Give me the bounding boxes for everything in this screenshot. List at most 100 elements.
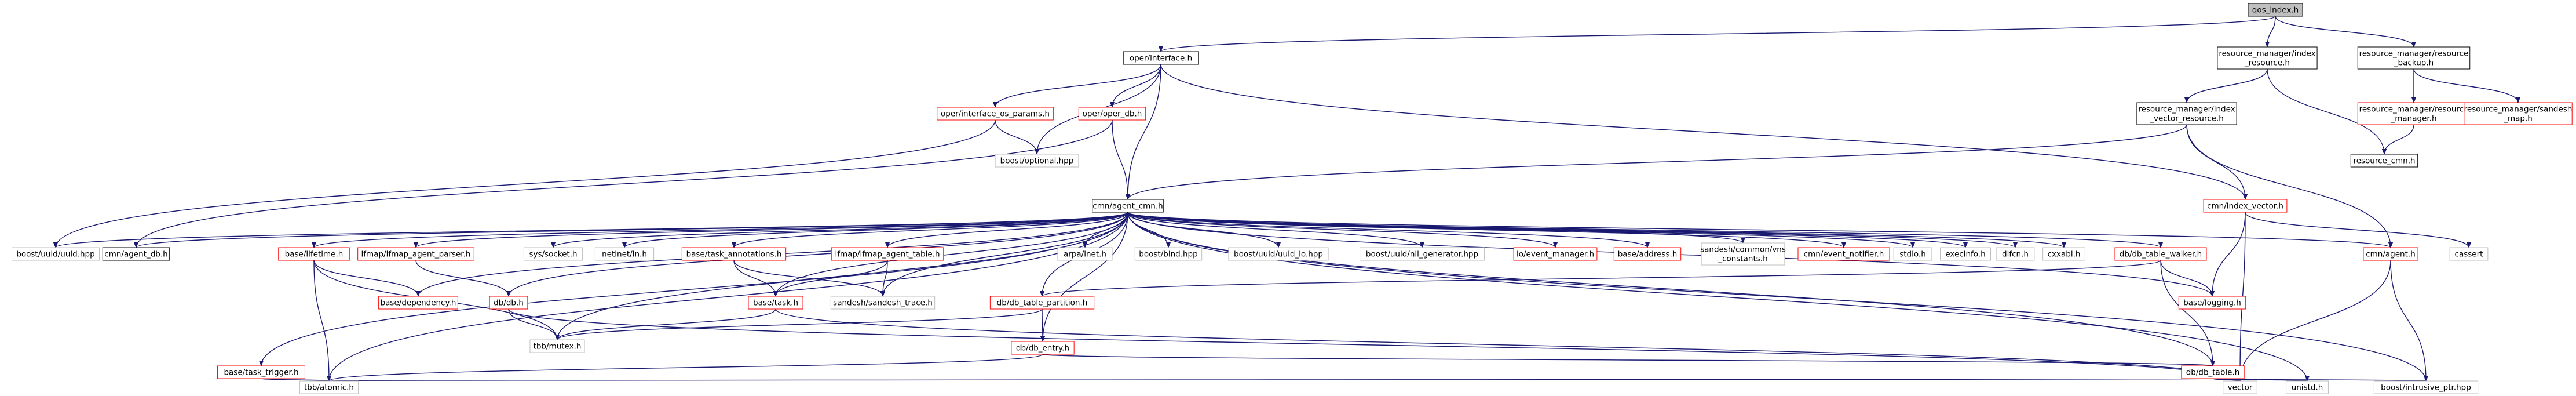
node-label: resource_cmn.h — [2353, 157, 2415, 166]
node-base-logging[interactable]: base/logging.h — [2178, 296, 2246, 310]
dependency-edge — [2382, 124, 2414, 155]
dependency-edge — [313, 260, 421, 297]
node-label: base/task_trigger.h — [224, 368, 298, 377]
node-sys-socket: sys/socket.h — [523, 247, 583, 261]
node-base-dependency[interactable]: base/dependency.h — [378, 296, 458, 310]
node-unistd: unistd.h — [2286, 380, 2329, 394]
node-label: cmn/agent.h — [2366, 250, 2416, 259]
dependency-edge — [773, 260, 888, 297]
node-label: tbb/atomic.h — [304, 383, 354, 393]
node-label: boost/optional.hpp — [1000, 157, 1074, 166]
node-box — [378, 296, 458, 310]
dependency-edge — [1159, 16, 2276, 52]
node-box — [1078, 107, 1146, 121]
node-db-table[interactable]: db/db_table.h — [2181, 365, 2245, 379]
node-db-table-walker[interactable]: db/db_table_walker.h — [2114, 247, 2207, 261]
node-io-event-manager[interactable]: io/event_manager.h — [1513, 247, 1598, 261]
dependency-edge — [259, 212, 1128, 366]
node-box — [1701, 242, 1785, 266]
node-db-entry[interactable]: db/db_entry.h — [1011, 341, 1075, 355]
dependency-edge — [2186, 124, 2248, 200]
node-label: sandesh/sandesh_trace.h — [833, 299, 933, 308]
node-box — [1011, 341, 1075, 355]
node-box — [357, 247, 474, 261]
dependency-edge — [2210, 212, 2246, 297]
node-rm-index-vector-resource[interactable]: resource_manager/index_vector_resource.h — [2136, 102, 2237, 125]
node-execinfo: execinfo.h — [1940, 247, 1991, 261]
node-cmn-index-vector[interactable]: cmn/index_vector.h — [2203, 199, 2288, 213]
node-cmn-agent-db[interactable]: cmn/agent_db.h — [102, 247, 170, 261]
dependency-edge — [134, 212, 1128, 248]
node-label: base/address.h — [1618, 250, 1678, 259]
node-base-address[interactable]: base/address.h — [1613, 247, 1682, 261]
node-box — [2181, 365, 2245, 379]
dependency-edge — [551, 212, 1128, 248]
dependency-edge — [2275, 16, 2416, 48]
node-label: sandesh/common/vns — [1700, 245, 1786, 255]
node-box — [1893, 247, 1932, 261]
node-label: oper/oper_db.h — [1083, 110, 1142, 119]
node-resource-cmn[interactable]: resource_cmn.h — [2350, 154, 2418, 168]
node-label: cxxabi.h — [2048, 250, 2081, 259]
node-oper-interface-os-params[interactable]: oper/interface_os_params.h — [937, 107, 1054, 121]
node-box — [2136, 102, 2237, 125]
dependency-edge — [733, 260, 885, 297]
node-base-task-annotations[interactable]: base/task_annotations.h — [681, 247, 787, 261]
node-oper-interface[interactable]: oper/interface.h — [1123, 51, 1199, 65]
dependency-edge — [508, 308, 560, 340]
node-rm-index-resource[interactable]: resource_manager/index_resource.h — [2217, 46, 2318, 70]
dependency-edge — [773, 212, 1128, 297]
node-box — [1613, 247, 1682, 261]
dependency-edge — [1127, 212, 1424, 248]
node-rm-resource-backup[interactable]: resource_manager/resource_backup.h — [2357, 46, 2471, 70]
node-rm-sandesh-map[interactable]: resource_manager/sandesh_map.h — [2464, 102, 2573, 125]
dependency-edge — [2390, 260, 2428, 382]
node-box — [1513, 247, 1598, 261]
node-oper-oper-db[interactable]: oper/oper_db.h — [1078, 107, 1146, 121]
node-box — [2373, 380, 2479, 394]
dependency-edge — [1110, 64, 1161, 108]
node-label: db/db_table_partition.h — [997, 299, 1088, 308]
dependency-edge — [328, 376, 2213, 382]
node-label: db/db_table_walker.h — [2120, 250, 2202, 259]
node-label: arpa/inet.h — [1064, 250, 1106, 259]
node-box — [2357, 102, 2471, 125]
node-box — [2223, 380, 2257, 394]
dependency-edge — [1160, 64, 2248, 200]
dependency-edge — [327, 354, 1043, 382]
dependency-edge — [2186, 124, 2393, 248]
node-base-task[interactable]: base/task.h — [748, 296, 803, 310]
node-ifmap-agent-parser[interactable]: ifmap/ifmap_agent_parser.h — [357, 247, 474, 261]
dependency-edge — [622, 212, 1128, 248]
node-cmn-agent-cmn[interactable]: cmn/agent_cmn.h — [1092, 199, 1164, 213]
node-boost-bind: boost/bind.hpp — [1134, 247, 1203, 261]
node-rm-resource-manager[interactable]: resource_manager/resource_manager.h — [2357, 102, 2471, 125]
dependency-edge — [1127, 212, 1650, 248]
node-label: ifmap/ifmap_agent_table.h — [835, 250, 940, 259]
node-base-lifetime[interactable]: base/lifetime.h — [278, 247, 350, 261]
node-label: base/task_annotations.h — [686, 250, 782, 259]
node-cmn-event-notifier[interactable]: cmn/event_notifier.h — [1797, 247, 1890, 261]
node-box — [1996, 247, 2035, 261]
node-label: qos_index.h — [2252, 6, 2299, 15]
node-label: _constants.h — [1718, 255, 1767, 264]
node-label: base/dependency.h — [381, 299, 456, 308]
node-arpa-inet: arpa/inet.h — [1057, 247, 1113, 261]
node-db-table-partition[interactable]: db/db_table_partition.h — [989, 296, 1095, 310]
node-label: boost/uuid/uuid.hpp — [16, 250, 94, 259]
node-box — [2357, 46, 2471, 70]
node-box — [2178, 296, 2246, 310]
dependency-edge — [2212, 375, 2428, 382]
node-box — [489, 296, 528, 310]
node-db-db[interactable]: db/db.h — [489, 296, 528, 310]
node-label: _resource.h — [2244, 59, 2290, 68]
node-label: ifmap/ifmap_agent_parser.h — [361, 250, 471, 259]
node-ifmap-agent-table[interactable]: ifmap/ifmap_agent_table.h — [831, 247, 944, 261]
dependency-edge — [885, 212, 1128, 248]
node-box — [2114, 247, 2207, 261]
node-label: resource_manager/index — [2219, 49, 2315, 59]
node-base-task-trigger[interactable]: base/task_trigger.h — [217, 365, 305, 379]
node-stdio: stdio.h — [1893, 247, 1932, 261]
node-label: boost/uuid/nil_generator.hpp — [1366, 250, 1478, 259]
node-cmn-agent[interactable]: cmn/agent.h — [2363, 247, 2418, 261]
